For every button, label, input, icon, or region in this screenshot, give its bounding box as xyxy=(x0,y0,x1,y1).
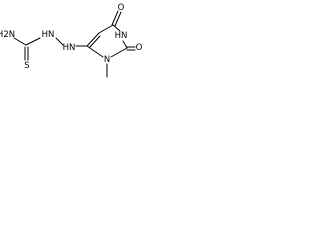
bond-c4-o-1 xyxy=(111,10,119,26)
atom-nh2: H2N xyxy=(0,30,15,40)
bond-c2-n1 xyxy=(110,47,128,58)
bond-nh-nh xyxy=(55,37,64,46)
bond-c6-c5 xyxy=(86,32,100,47)
bond-c-nh-1 xyxy=(25,37,41,46)
bond-c5-c4 xyxy=(98,24,114,34)
bond-c6-c5-double xyxy=(89,35,101,48)
atom-n-methyl: N xyxy=(104,55,110,65)
atom-nh-ring: HN xyxy=(115,31,128,41)
atom-labels: H2N S HN HN HN N O O xyxy=(0,3,143,71)
atom-o-bottom: O xyxy=(136,43,143,53)
bonds xyxy=(13,10,136,78)
atom-nh-link-2: HN xyxy=(63,43,76,53)
bond-c4-n3 xyxy=(112,24,121,32)
atom-o-top: O xyxy=(118,3,125,13)
atom-s: S xyxy=(24,61,29,71)
structure-diagram: H2N S HN HN HN N O O xyxy=(0,3,143,78)
atom-nh-link-1: HN xyxy=(42,30,55,40)
bond-n1-c6 xyxy=(86,45,104,58)
bond-c4-o-2 xyxy=(114,11,122,27)
bond-n3-c2 xyxy=(122,40,128,49)
bond-nh2-c xyxy=(13,37,27,46)
